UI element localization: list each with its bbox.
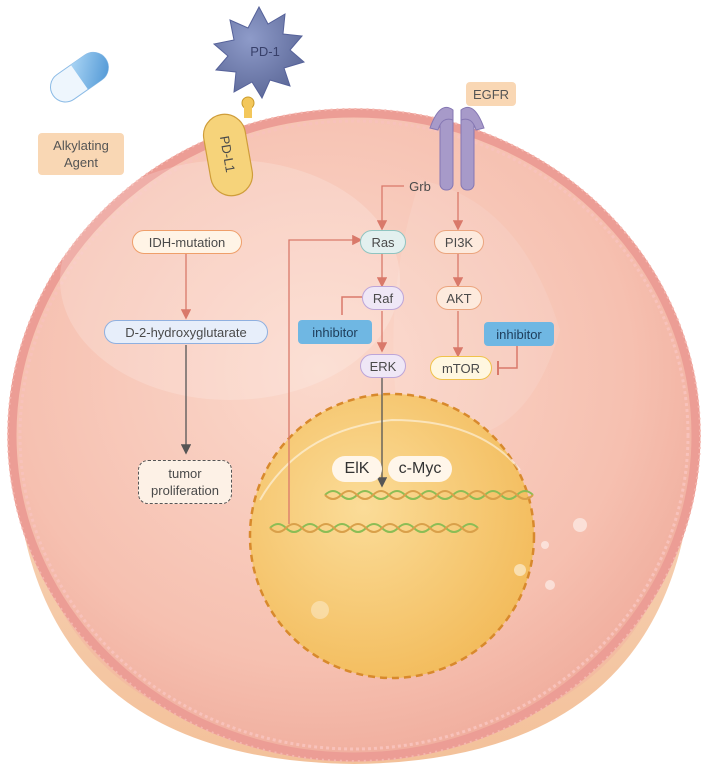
ras-node: Ras <box>360 230 406 254</box>
pd1-label: PD-1 <box>250 43 280 59</box>
elk-label: ElK <box>332 456 382 482</box>
nucleus <box>248 392 536 680</box>
pi3k-node: PI3K <box>434 230 484 254</box>
alkylating-agent-label: Alkylating Agent <box>38 133 124 175</box>
dna-lower <box>269 523 479 533</box>
mtor-inhibitor: inhibitor <box>484 322 554 346</box>
akt-node: AKT <box>436 286 482 310</box>
erk-node: ERK <box>360 354 406 378</box>
mtor-node: mTOR <box>430 356 492 380</box>
dna-upper <box>324 490 534 500</box>
egfr-label: EGFR <box>466 82 516 106</box>
egfr-receptor <box>429 106 485 191</box>
tumor-proliferation-node: tumor proliferation <box>138 460 232 504</box>
raf-inhibitor: inhibitor <box>298 320 372 344</box>
d2hg-node: D-2-hydroxyglutarate <box>104 320 268 344</box>
raf-node: Raf <box>362 286 404 310</box>
alkylating-capsule-icon <box>50 51 109 103</box>
cmyc-label: c-Myc <box>388 456 452 482</box>
pdl1-protein <box>202 113 254 197</box>
grb-label: Grb <box>409 178 431 194</box>
idh-mutation-node: IDH-mutation <box>132 230 242 254</box>
pd1-protein <box>212 5 306 100</box>
